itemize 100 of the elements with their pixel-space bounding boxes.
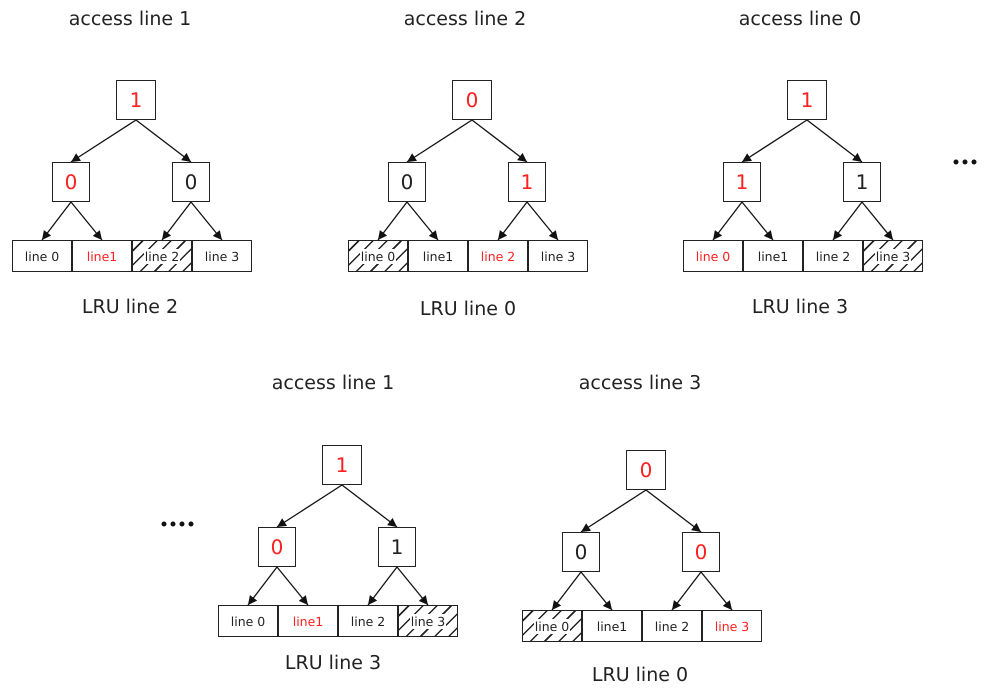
arrow (580, 489, 646, 533)
arrow (190, 202, 222, 240)
cache-line-cell (408, 240, 468, 272)
arrow (367, 566, 398, 606)
line-name: line 2 (144, 248, 180, 264)
arrow (742, 202, 774, 240)
line-name: line 3 (714, 618, 750, 634)
line-name: line1 (422, 248, 454, 264)
access-heading: access line 3 (578, 372, 702, 394)
cache-line-cell (468, 240, 528, 272)
bit-value: 0 (694, 540, 708, 564)
bit-value: 0 (640, 458, 652, 482)
bit-value: 0 (270, 535, 284, 559)
arrow (580, 572, 612, 610)
bit-value: 1 (856, 170, 868, 194)
cache-line-cell (218, 605, 278, 637)
line-name: line 2 (654, 618, 690, 634)
bit-box (843, 162, 881, 202)
line-name: line 2 (816, 248, 850, 264)
arrow (70, 202, 102, 240)
line-name: line 3 (204, 248, 240, 264)
hatched-cache-line-cell (348, 240, 408, 272)
arrow (406, 119, 472, 163)
line-name: line1 (86, 248, 118, 264)
hatched-cache-line-cell (398, 605, 458, 637)
line-name: line 0 (360, 248, 396, 264)
arrow (161, 202, 192, 240)
arrow (342, 484, 398, 528)
line-name: line1 (596, 618, 628, 634)
arrow (526, 202, 558, 240)
bit-box (172, 162, 210, 202)
hatched-cache-line-cell (522, 610, 582, 642)
bit-value: 1 (390, 535, 404, 559)
cache-line-cell (683, 240, 743, 272)
arrow (406, 202, 438, 240)
bit-value: 0 (400, 170, 414, 194)
arrow (70, 119, 136, 163)
arrow (742, 119, 808, 163)
bit-value: 0 (574, 540, 588, 564)
bit-value: 1 (130, 88, 142, 112)
bit-box (723, 162, 761, 202)
arrow (472, 119, 528, 163)
bit-box (452, 80, 492, 120)
bit-value: 1 (736, 170, 748, 194)
cache-line-cell (582, 610, 642, 642)
lru-caption: LRU line 2 (82, 296, 178, 318)
cache-line-cell (72, 240, 132, 272)
bit-box (682, 532, 720, 572)
arrow (247, 566, 278, 606)
bit-box (626, 450, 666, 490)
lru-caption: LRU line 3 (752, 296, 848, 318)
access-heading: access line 1 (272, 372, 394, 394)
hatched-cache-line-cell (132, 240, 192, 272)
arrow (377, 202, 408, 240)
line-name: line 3 (410, 614, 446, 628)
arrow (832, 202, 863, 240)
bit-value: 1 (520, 170, 534, 194)
line-name: line1 (758, 248, 788, 264)
bit-box (378, 527, 416, 567)
lru-caption: LRU line 3 (284, 652, 382, 674)
arrow (276, 566, 308, 606)
arrow (700, 572, 732, 610)
lru-caption: LRU line 0 (592, 664, 688, 686)
cache-line-cell (192, 240, 252, 272)
cache-line-cell (642, 610, 702, 642)
arrow (646, 489, 702, 533)
cache-line-cell (528, 240, 588, 272)
line-name: line 2 (350, 614, 386, 628)
bit-box (787, 80, 827, 120)
access-heading: access line 2 (404, 8, 526, 30)
cache-line-cell (702, 610, 762, 642)
cache-line-cell (12, 240, 72, 272)
access-heading: access line 0 (738, 8, 862, 30)
bit-box (116, 80, 156, 120)
line-name: line 3 (540, 248, 576, 264)
access-heading: access line 1 (68, 8, 192, 30)
arrow (551, 572, 582, 610)
arrow (41, 202, 72, 240)
arrow (396, 566, 428, 606)
bit-box (52, 162, 90, 202)
bit-value: 1 (336, 453, 348, 477)
bit-box (258, 527, 296, 567)
cache-line-cell (338, 605, 398, 637)
lru-caption: LRU line 0 (420, 298, 516, 320)
line-name: line 2 (480, 248, 516, 264)
arrow (671, 572, 702, 610)
bit-value: 1 (800, 88, 814, 112)
arrow (276, 484, 342, 528)
bit-box (562, 532, 600, 572)
bit-box (388, 162, 426, 202)
line-name: line 0 (534, 618, 570, 634)
line-name: line1 (292, 614, 324, 628)
hatched-cache-line-cell (863, 240, 923, 272)
line-name: line 0 (696, 248, 730, 264)
line-name: line 3 (874, 248, 912, 264)
cache-line-cell (803, 240, 863, 272)
arrow (497, 202, 528, 240)
arrow (712, 202, 743, 240)
arrow (862, 202, 894, 240)
cache-line-cell (743, 240, 803, 272)
